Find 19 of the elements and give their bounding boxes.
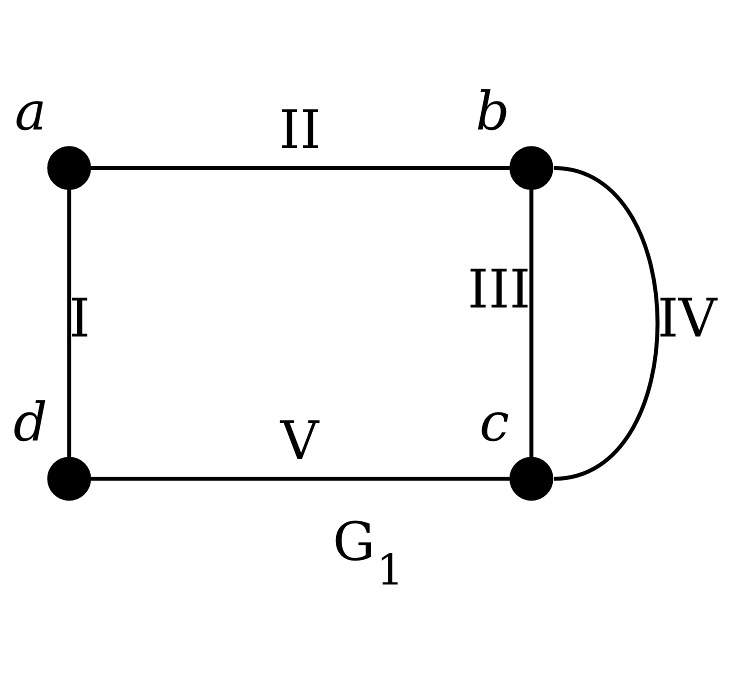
edge-label: I	[69, 287, 90, 350]
node-circle	[509, 456, 554, 500]
connector	[90, 476, 510, 480]
edge-label: V	[280, 409, 319, 472]
node-label: c	[480, 390, 510, 453]
connector	[90, 166, 510, 170]
connector	[554, 166, 660, 480]
edge-label: II	[279, 98, 321, 161]
node-label: d	[13, 390, 48, 453]
node-circle	[47, 456, 92, 500]
node-label: a	[14, 80, 46, 142]
edge-label: III	[468, 258, 531, 320]
connector	[529, 188, 534, 458]
node-circle	[47, 146, 92, 190]
node-label: b	[476, 80, 510, 142]
caption: G$_{1}$	[332, 510, 404, 595]
node-circle	[509, 146, 554, 190]
edge-label: IV	[658, 287, 717, 350]
connector	[67, 189, 72, 457]
